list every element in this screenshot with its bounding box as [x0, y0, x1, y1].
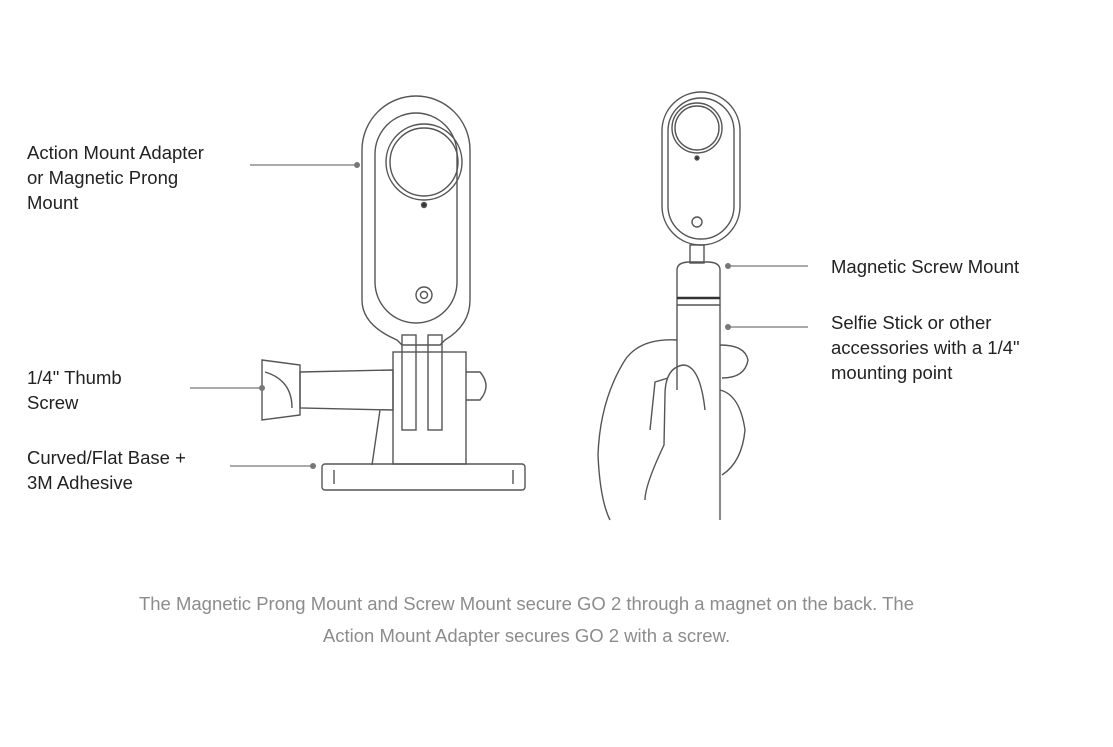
action-mount-camera [261, 95, 526, 491]
caption: The Magnetic Prong Mount and Screw Mount… [0, 588, 1053, 652]
label-selfie-stick: Selfie Stick or other accessories with a… [831, 312, 1020, 383]
label-thumb-screw: 1/4" Thumb Screw [27, 367, 122, 413]
leader-lines [190, 162, 808, 469]
label-magnetic-screw-mount: Magnetic Screw Mount [831, 256, 1020, 277]
label-base-adhesive: Curved/Flat Base + 3M Adhesive [27, 447, 186, 493]
selfie-stick-camera [597, 91, 749, 521]
caption-line-1: The Magnetic Prong Mount and Screw Mount… [138, 593, 915, 614]
caption-line-2: Action Mount Adapter secures GO 2 with a… [322, 625, 731, 646]
label-action-mount-adapter: Action Mount Adapter or Magnetic Prong M… [27, 142, 204, 213]
